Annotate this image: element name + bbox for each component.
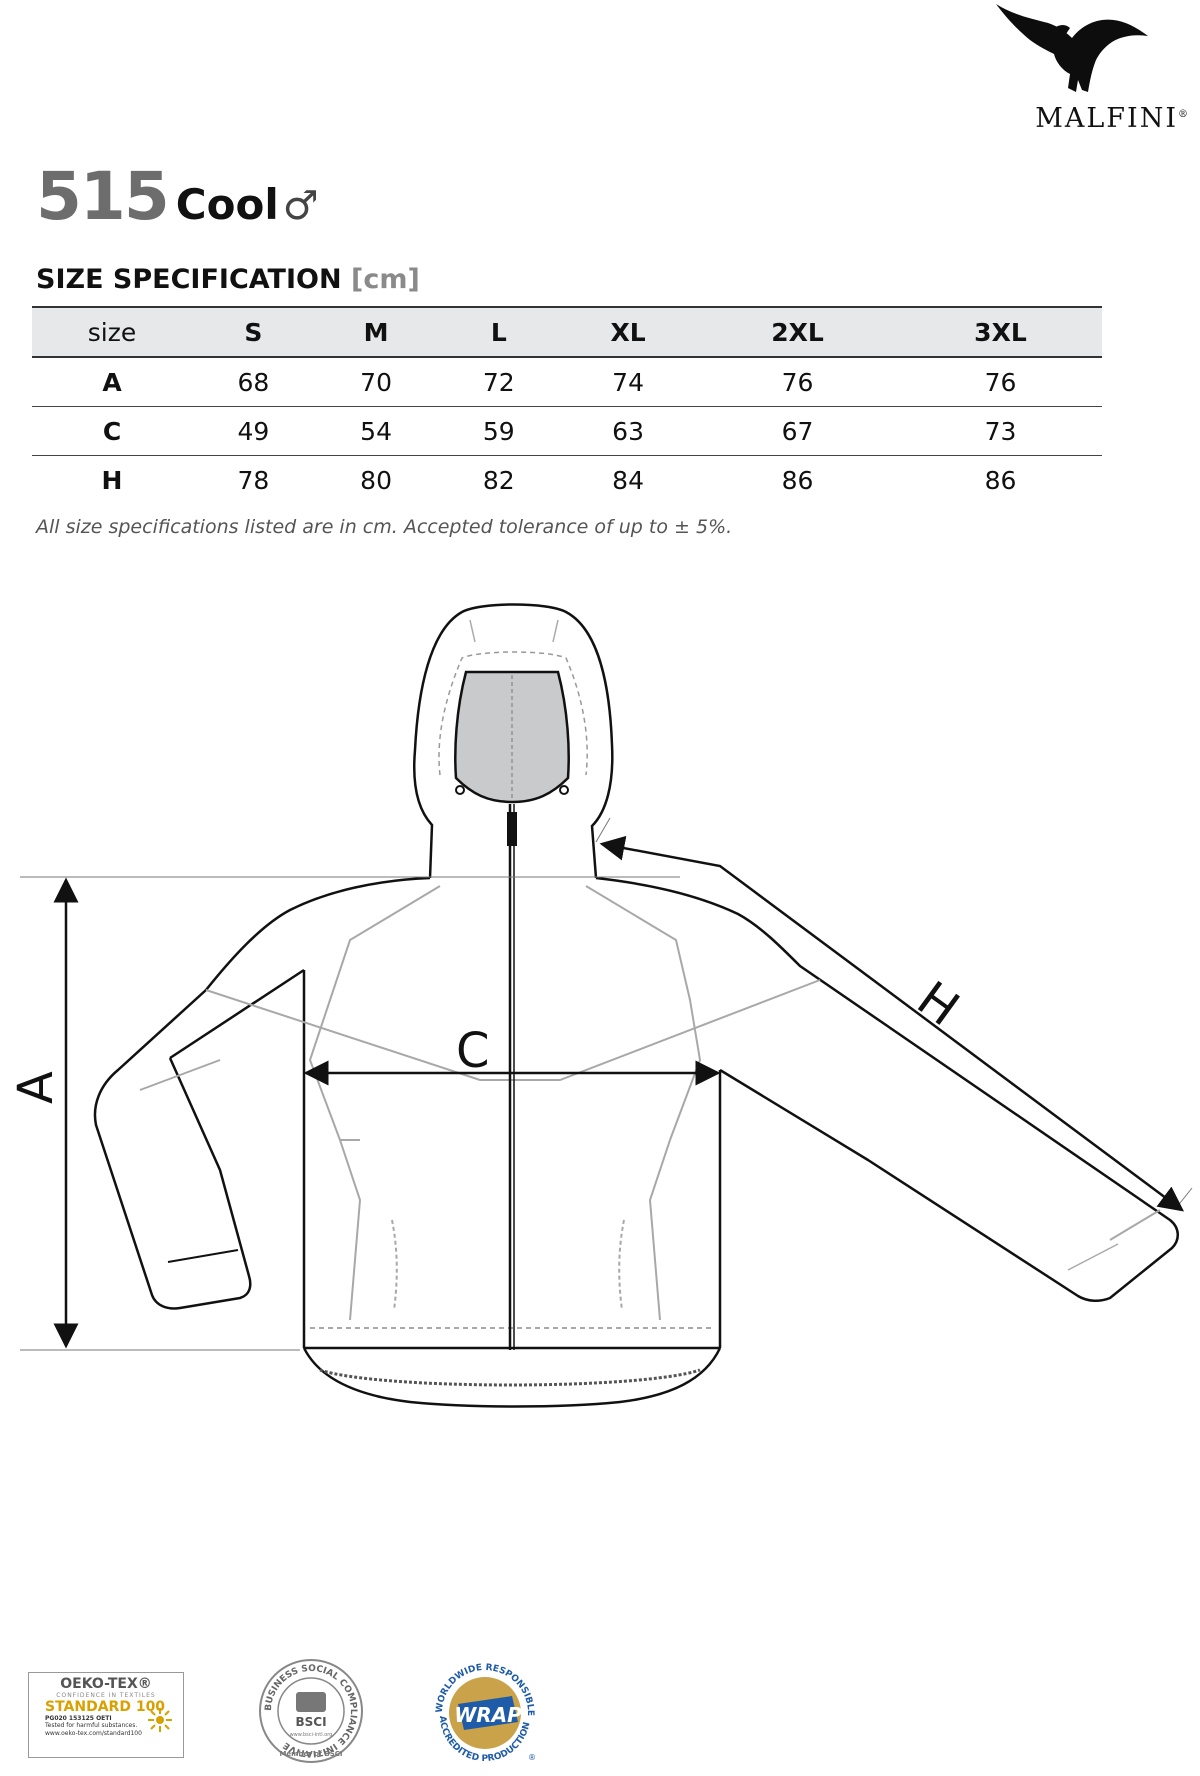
hood <box>413 603 614 879</box>
label-h: H <box>907 971 969 1038</box>
header-cell: size <box>87 317 137 347</box>
flower-icon <box>148 1708 172 1732</box>
svg-text:Member of BSCI: Member of BSCI <box>279 1750 342 1758</box>
bsci-badge: BUSINESS SOCIAL COMPLIANCE INITIATIVE BS… <box>259 1659 363 1763</box>
table-cell: 73 <box>984 416 1017 446</box>
header-cell: 3XL <box>974 317 1027 347</box>
gender-symbol: ♂ <box>282 183 319 229</box>
table-cell: 74 <box>612 367 644 397</box>
table-cell: 76 <box>781 367 814 397</box>
brand-name: MALFINI® <box>1035 103 1188 134</box>
table-cell: 80 <box>360 465 392 495</box>
header-cell: S <box>244 317 263 347</box>
svg-text:WRAP: WRAP <box>454 1703 522 1727</box>
table-cell: 82 <box>482 465 515 495</box>
dimension-h: H <box>595 817 1193 1212</box>
eagle-icon <box>996 4 1148 92</box>
svg-text:®: ® <box>528 1753 536 1762</box>
svg-text:BSCI: BSCI <box>295 1715 326 1729</box>
table-cell: 54 <box>360 416 392 446</box>
table-cell: 86 <box>984 465 1017 495</box>
table-header-row: size S M L XL 2XL 3XL <box>32 307 1102 357</box>
label-a: A <box>8 1071 64 1104</box>
table-cell: 68 <box>237 367 270 397</box>
table-row: H 78 80 82 84 86 86 <box>32 456 1102 505</box>
table-cell: 86 <box>781 465 814 495</box>
table-cell: 49 <box>237 416 270 446</box>
row-label: A <box>102 367 122 397</box>
row-label: C <box>102 416 122 446</box>
size-table: size S M L XL 2XL 3XL A 68 70 72 74 76 7… <box>32 306 1102 504</box>
product-name: Cool <box>175 180 279 229</box>
spec-unit: [cm] <box>350 264 420 295</box>
svg-text:www.bsci-intl.org: www.bsci-intl.org <box>290 1732 333 1738</box>
dimension-c: C <box>303 1023 721 1086</box>
table-cell: 84 <box>612 465 644 495</box>
wrap-badge: WRAP WORLDWIDE RESPONSIBLE ACCREDITED PR… <box>435 1663 536 1764</box>
table-cell: 67 <box>781 416 814 446</box>
zipper-pull <box>507 812 517 846</box>
label-c: C <box>456 1023 490 1079</box>
table-cell: 78 <box>237 465 270 495</box>
header-cell: M <box>363 317 389 347</box>
spec-heading: SIZE SPECIFICATION [cm] <box>36 264 420 295</box>
header-cell: XL <box>610 317 646 347</box>
table-cell: 70 <box>360 367 392 397</box>
header-cell: L <box>490 317 507 347</box>
hood-opening <box>454 670 570 804</box>
table-cell: 63 <box>612 416 644 446</box>
table-row: C 49 54 59 63 67 73 <box>32 407 1102 456</box>
table-row: A 68 70 72 74 76 76 <box>32 357 1102 407</box>
table-cell: 76 <box>984 367 1017 397</box>
table-cell: 59 <box>482 416 515 446</box>
dimension-a: A <box>8 876 680 1351</box>
row-label: H <box>101 465 123 495</box>
tolerance-note: All size specifications listed are in cm… <box>36 516 733 538</box>
header-cell: 2XL <box>771 317 824 347</box>
brand-logo: MALFINI® <box>988 0 1188 140</box>
product-code: 515 <box>36 158 170 235</box>
seam-lines <box>139 885 1161 1387</box>
jacket-diagram: A C H <box>8 603 1193 1408</box>
oeko-tex-badge: OEKO-TEX® CONFIDENCE IN TEXTILES STANDAR… <box>28 1672 184 1758</box>
table-cell: 72 <box>482 367 515 397</box>
